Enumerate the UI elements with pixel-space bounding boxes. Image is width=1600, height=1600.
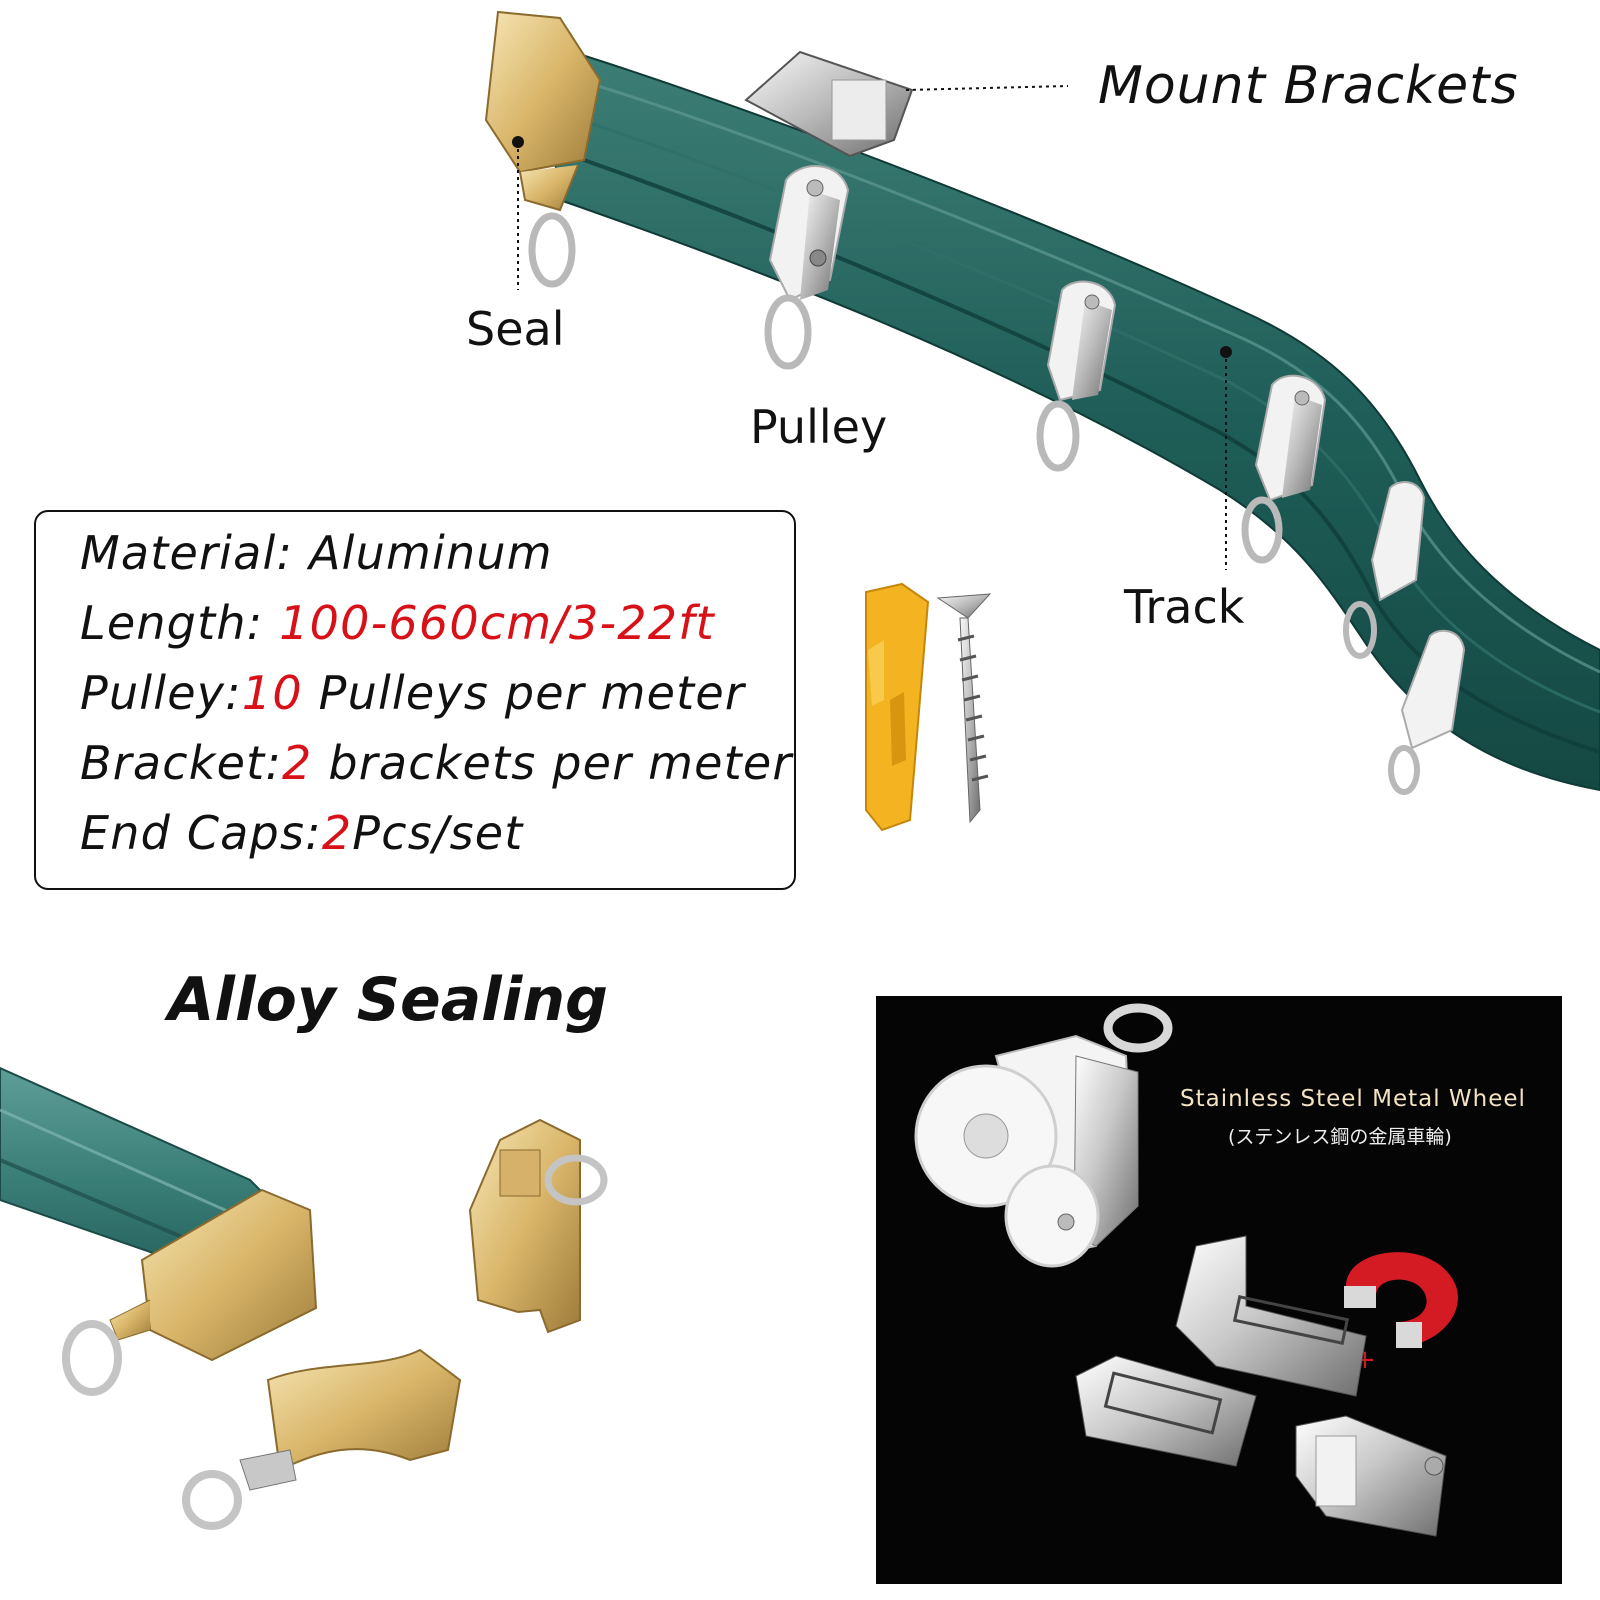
screw bbox=[936, 593, 992, 824]
spec-endcaps-suffix: Pcs/set bbox=[352, 806, 524, 860]
spec-pulley: Pulley:10 Pulleys per meter bbox=[80, 666, 745, 720]
track-label: Track bbox=[1124, 580, 1245, 634]
spec-material: Material: Aluminum bbox=[80, 526, 553, 580]
spec-length-value: 100-660cm/3-22ft bbox=[279, 596, 715, 650]
spec-bracket-suffix: brackets per meter bbox=[312, 736, 793, 790]
callout-leaders bbox=[517, 85, 1227, 570]
spec-bracket-value: 2 bbox=[282, 736, 313, 790]
alloy-sealing-title: Alloy Sealing bbox=[168, 965, 608, 1035]
spec-box: Material: Aluminum Length: 100-660cm/3-2… bbox=[34, 510, 796, 890]
pulley-4 bbox=[1343, 481, 1426, 659]
spec-endcaps: End Caps:2Pcs/set bbox=[80, 806, 523, 860]
spec-endcaps-value: 2 bbox=[321, 806, 353, 860]
wheel-pulley bbox=[914, 1003, 1173, 1268]
spec-pulley-suffix: Pulleys per meter bbox=[302, 666, 746, 720]
pulley-5 bbox=[1388, 629, 1466, 795]
spec-bracket-label: Bracket: bbox=[80, 736, 283, 790]
spec-pulley-label: Pulley: bbox=[80, 666, 242, 720]
mount-bracket bbox=[744, 50, 914, 158]
spec-endcaps-label: End Caps: bbox=[80, 806, 322, 860]
pulley-1 bbox=[764, 165, 850, 370]
wheel-panel-subtitle: (ステンレス鋼の金属車輪) bbox=[1228, 1126, 1452, 1148]
seal-label: Seal bbox=[466, 302, 565, 356]
spec-length: Length: 100-660cm/3-22ft bbox=[80, 596, 715, 650]
metal-wheel-illustration: + bbox=[914, 1003, 1458, 1537]
spec-material-text: Material: Aluminum bbox=[80, 526, 553, 580]
track-marker-dot bbox=[1220, 346, 1232, 358]
mount-brackets-label: Mount Brackets bbox=[1098, 56, 1519, 116]
alloy-end-cap-loose-2 bbox=[182, 1348, 462, 1530]
wall-anchor bbox=[865, 582, 930, 832]
wheel-panel-title: Stainless Steel Metal Wheel bbox=[1180, 1086, 1526, 1112]
wheel-panel-brackets bbox=[1075, 1235, 1447, 1537]
spec-pulley-value: 10 bbox=[241, 666, 303, 720]
metal-wheel-panel: + bbox=[876, 996, 1562, 1584]
pulley-3 bbox=[1241, 374, 1327, 564]
spec-bracket: Bracket:2 brackets per meter bbox=[80, 736, 792, 790]
pulley-2 bbox=[1036, 280, 1117, 472]
alloy-end-cap-mounted bbox=[62, 1188, 318, 1396]
spec-length-label: Length: bbox=[80, 596, 280, 650]
alloy-end-cap-loose-1 bbox=[468, 1118, 608, 1334]
pulley-label: Pulley bbox=[750, 400, 888, 454]
seal-end-cap bbox=[484, 10, 602, 288]
